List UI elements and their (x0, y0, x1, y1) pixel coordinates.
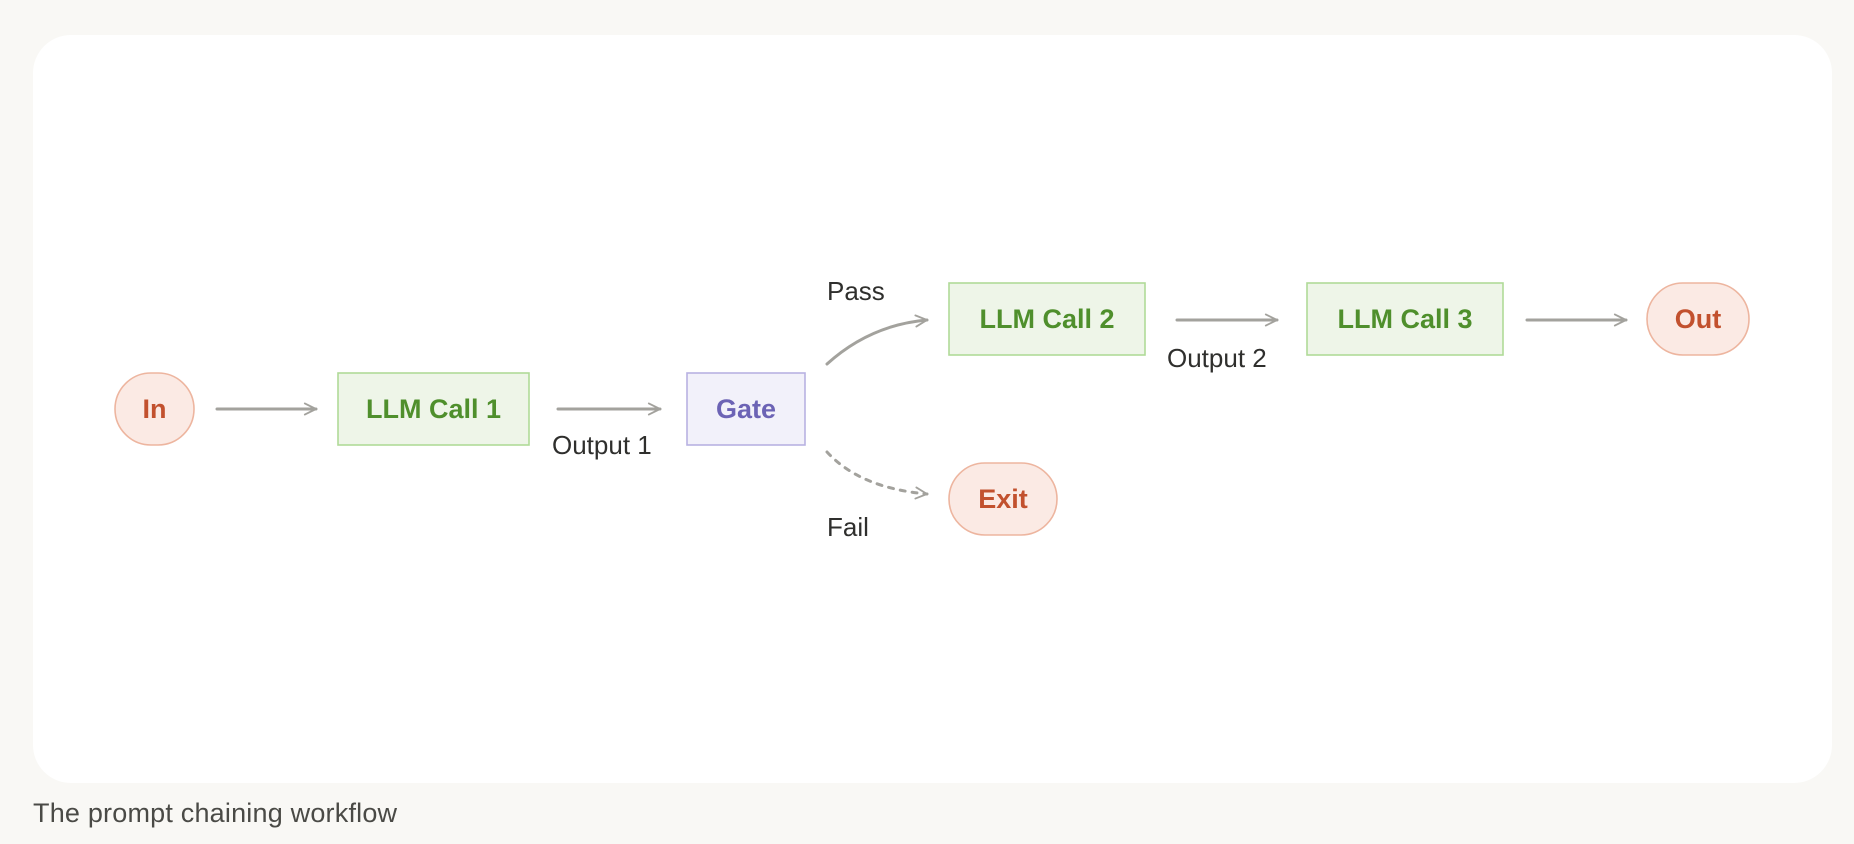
edge-label-fail: Fail (827, 512, 869, 542)
node-llm-call-3: LLM Call 3 (1306, 282, 1504, 356)
node-out: Out (1646, 282, 1750, 356)
node-llm-call-3-label: LLM Call 3 (1337, 304, 1472, 334)
node-llm-call-2-label: LLM Call 2 (979, 304, 1114, 334)
figure-caption: The prompt chaining workflow (33, 798, 398, 828)
arrow-gate-fail-to-exit (825, 450, 929, 500)
edge-label-output-2: Output 2 (1167, 343, 1267, 373)
edge-label-output-1: Output 1 (552, 430, 652, 460)
node-in: In (114, 372, 195, 446)
node-gate-label: Gate (716, 394, 776, 424)
node-out-label: Out (1675, 304, 1722, 334)
node-in-label: In (143, 394, 167, 424)
node-llm-call-1-label: LLM Call 1 (366, 394, 501, 424)
node-gate: Gate (686, 372, 806, 446)
diagram-card (33, 35, 1832, 783)
node-exit-label: Exit (978, 484, 1028, 514)
node-exit: Exit (948, 462, 1058, 536)
node-llm-call-2: LLM Call 2 (948, 282, 1146, 356)
edge-label-pass: Pass (827, 276, 885, 306)
arrow-gate-pass-to-llm-call-2 (825, 314, 929, 366)
node-llm-call-1: LLM Call 1 (337, 372, 530, 446)
